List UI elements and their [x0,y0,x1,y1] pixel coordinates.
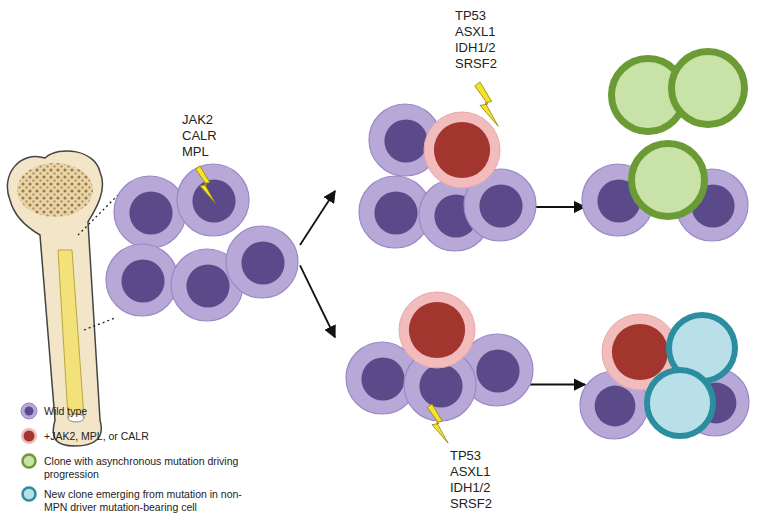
mutation-bolt [427,404,448,443]
cluster-drawing [335,95,530,255]
progression-clone-cell [672,52,745,125]
wild-type-cell [177,164,249,236]
nucleus [186,264,229,307]
mpn-driver-cell [424,112,500,188]
mutation-bolt [475,82,498,126]
wild-type-cell [226,226,298,298]
legend-label: Wild type [44,405,259,418]
nucleus [434,122,490,178]
mutation-bolt [196,166,216,203]
cell-cluster: TP53 ASXL1 IDH1/2 SRSF2 [335,95,530,255]
legend-swatch [20,402,38,420]
legend-label: +JAK2, MPL, or CALR [44,430,259,443]
nucleus [129,191,172,234]
progression-clone-cell [632,144,705,217]
legend-label: Clone with asynchronous mutation driving… [44,455,259,481]
progression-arrow [300,191,335,245]
legend-label: New clone emerging from mutation in non-… [44,488,259,514]
legend-entry: +JAK2, MPL, or CALR [20,430,259,445]
gene-list: TP53 ASXL1 IDH1/2 SRSF2 [450,448,506,512]
nucleus [384,119,427,162]
nucleus [476,349,519,392]
marrow [58,250,84,418]
cell-cluster [585,300,755,435]
wild-type-cell [106,244,178,316]
legend-swatch [20,485,38,503]
nucleus [612,324,668,380]
nucleus [361,357,404,400]
mpn-driver-cell [399,292,475,368]
legend-entry: New clone emerging from mutation in non-… [20,488,259,514]
progression-arrow [530,384,585,386]
progression-arrow [530,206,585,208]
cell-cluster [585,40,755,255]
cluster-drawing [335,290,530,425]
nucleus [121,259,164,302]
new-clone-cell [647,370,713,436]
spongy-bone [17,163,93,217]
nucleus [419,364,462,407]
legend-swatch [20,427,38,445]
nucleus [409,302,465,358]
cell-cluster: TP53 ASXL1 IDH1/2 SRSF2 [335,290,530,425]
progression-arrow [300,265,335,337]
gene-list: TP53 ASXL1 IDH1/2 SRSF2 [455,8,511,72]
legend-entry: Wild type [20,405,259,420]
cluster-drawing [585,300,755,435]
cluster-drawing [585,40,755,255]
nucleus [595,386,636,427]
legend-entry: Clone with asynchronous mutation driving… [20,455,259,481]
gene-list: JAK2 CALR MPL [182,112,230,160]
zoom-line [84,318,115,330]
cluster-drawing [100,160,300,330]
legend-swatch [20,452,38,470]
zoom-line [78,195,118,235]
nucleus [374,191,417,234]
wild-type-cell [114,176,186,248]
bone-outline [7,151,102,446]
nucleus [241,241,284,284]
nucleus [479,184,522,227]
cell-cluster: JAK2 CALR MPL [100,160,300,330]
